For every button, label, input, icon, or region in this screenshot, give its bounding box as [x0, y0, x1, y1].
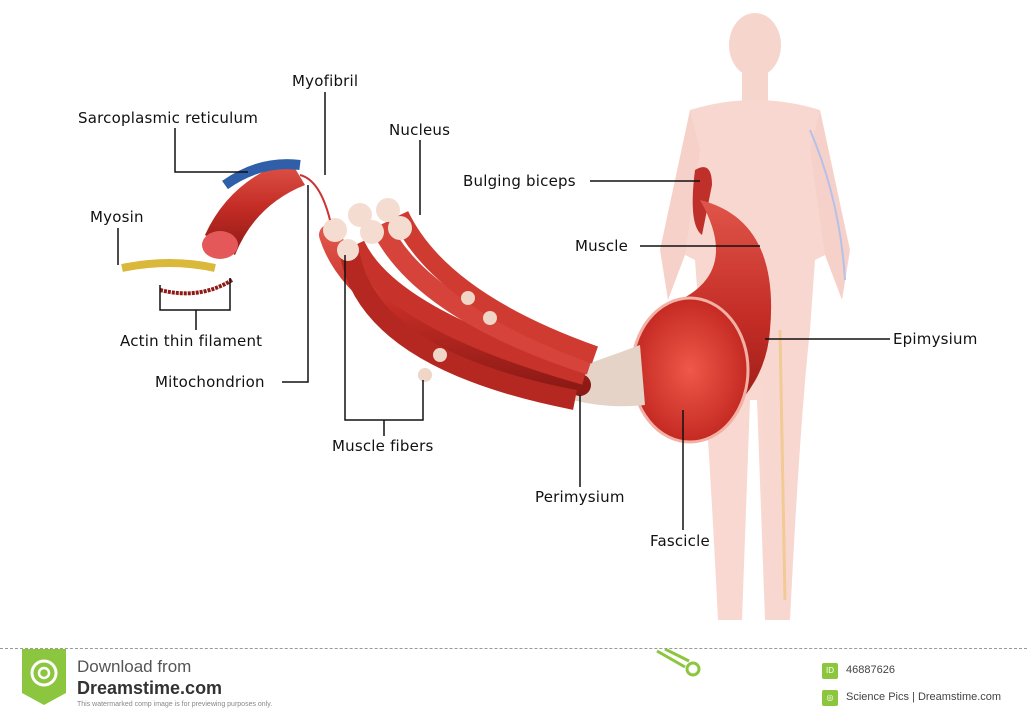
- label-perimysium: Perimysium: [535, 488, 625, 506]
- label-bulging-biceps: Bulging biceps: [463, 172, 576, 190]
- label-actin: Actin thin filament: [120, 332, 263, 350]
- muscle-fibers: [319, 198, 599, 410]
- watermark-notice: This watermarked comp image is for previ…: [77, 701, 273, 708]
- image-id: 46887626: [846, 664, 895, 676]
- label-nucleus: Nucleus: [389, 121, 451, 139]
- dreamstime-spiral-icon: [22, 649, 66, 705]
- label-myofibril: Myofibril: [292, 72, 359, 90]
- label-myosin: Myosin: [90, 208, 144, 226]
- id-badge: ID: [822, 663, 838, 679]
- label-sarcoplasmic-reticulum: Sarcoplasmic reticulum: [78, 109, 259, 127]
- watermark-footer: Download from Dreamstime.com This waterm…: [0, 648, 1027, 720]
- credit-text: Science Pics | Dreamstime.com: [846, 691, 1002, 703]
- dreamstime-text: Dreamstime.com: [77, 678, 223, 698]
- label-fascicle: Fascicle: [650, 532, 710, 550]
- download-from-text: Download from: [77, 657, 192, 676]
- leader-lines: [117, 92, 890, 530]
- label-muscle: Muscle: [575, 237, 629, 255]
- label-mitochondrion: Mitochondrion: [155, 373, 265, 391]
- scissors-icon: [656, 649, 701, 677]
- label-epimysium: Epimysium: [893, 330, 978, 348]
- credit-badge-icon: ◎: [822, 690, 838, 706]
- muscle-cross-section: [630, 296, 750, 444]
- label-muscle-fibers: Muscle fibers: [332, 437, 434, 455]
